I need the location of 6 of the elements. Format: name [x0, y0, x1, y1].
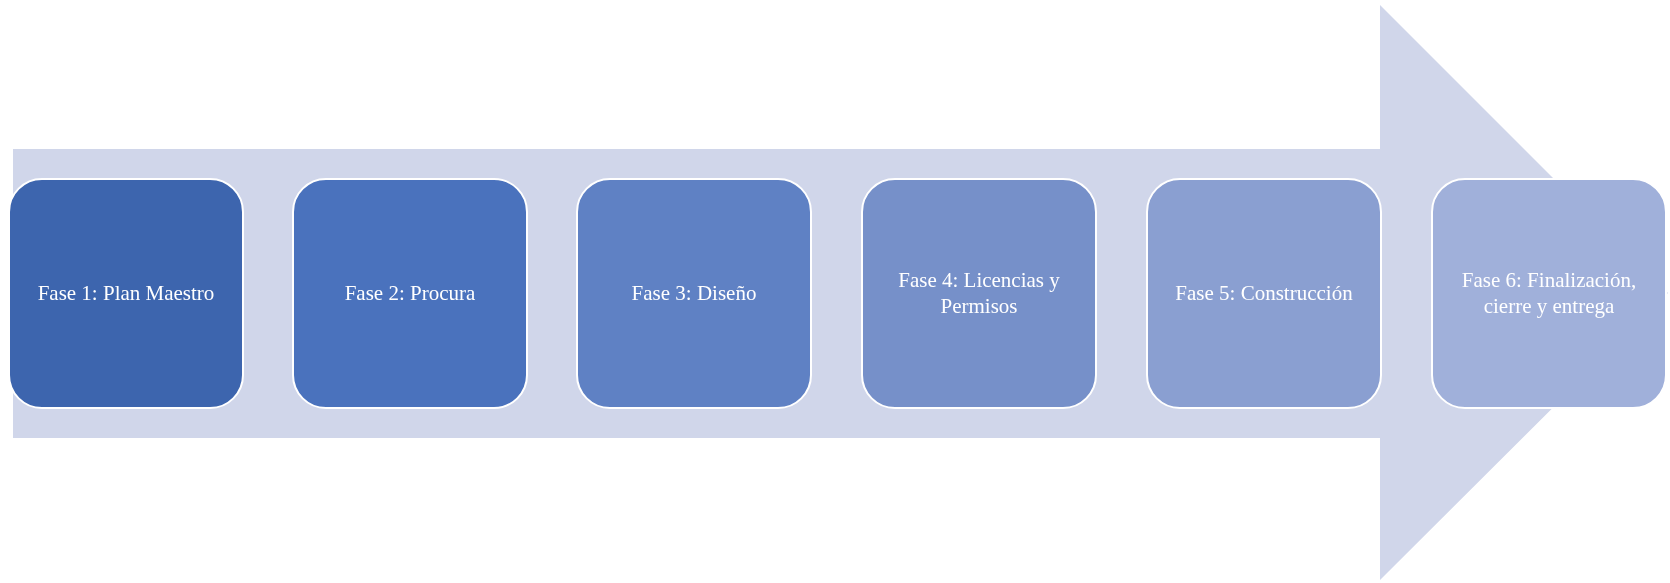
phase-box: Fase 4: Licencias y Permisos [861, 178, 1097, 409]
phase-box: Fase 3: Diseño [576, 178, 812, 409]
phase-box: Fase 2: Procura [292, 178, 528, 409]
phase-box: Fase 1: Plan Maestro [8, 178, 244, 409]
phase-box: Fase 6: Finalización, cierre y entrega [1431, 178, 1667, 409]
phase-box: Fase 5: Construcción [1146, 178, 1382, 409]
